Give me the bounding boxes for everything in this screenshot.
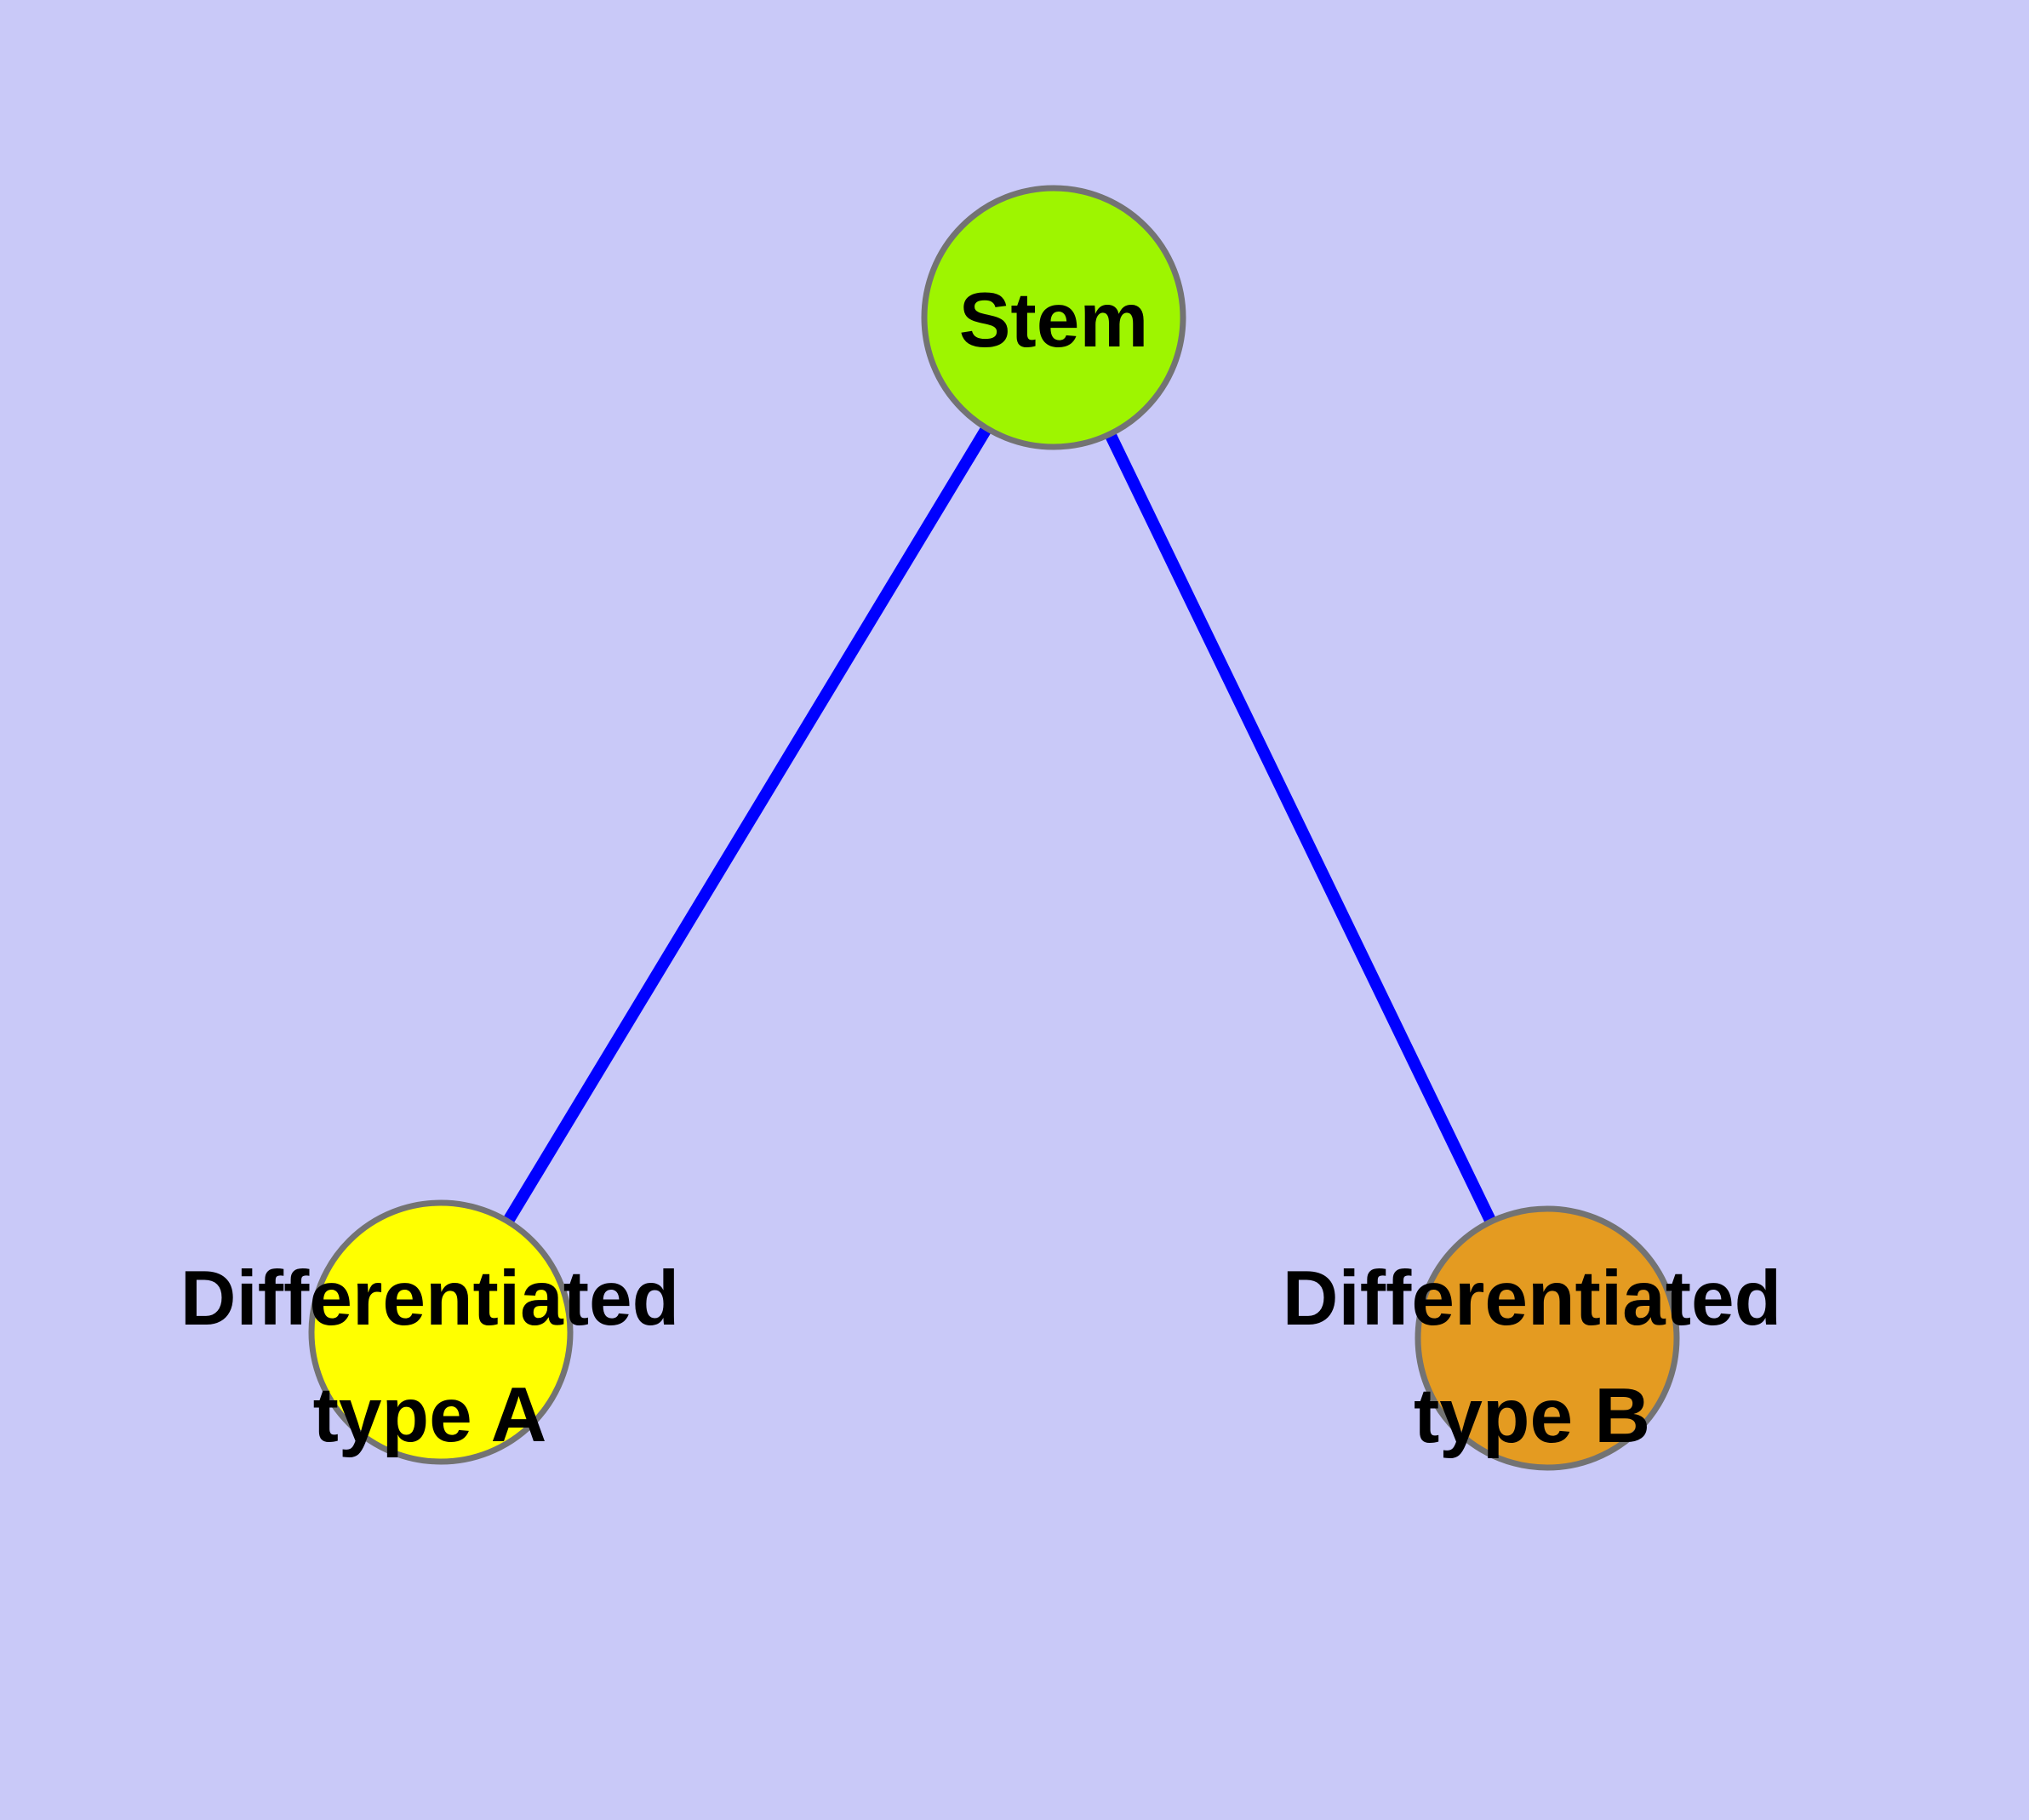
node-type-a-label-line1: Differentiated [180, 1256, 680, 1342]
node-differentiated-type-b [1415, 1205, 1680, 1471]
node-stem [921, 185, 1186, 450]
node-stem-label: Stem [959, 278, 1149, 363]
edge-stem-to-type-b [1048, 314, 1553, 1342]
node-type-a-label-line2: type A [313, 1372, 547, 1458]
node-differentiated-type-a [308, 1199, 574, 1465]
node-type-b-label-line1: Differentiated [1283, 1256, 1782, 1342]
edge-stem-to-type-a [436, 314, 1059, 1336]
node-type-b-label-line2: type B [1414, 1373, 1650, 1459]
